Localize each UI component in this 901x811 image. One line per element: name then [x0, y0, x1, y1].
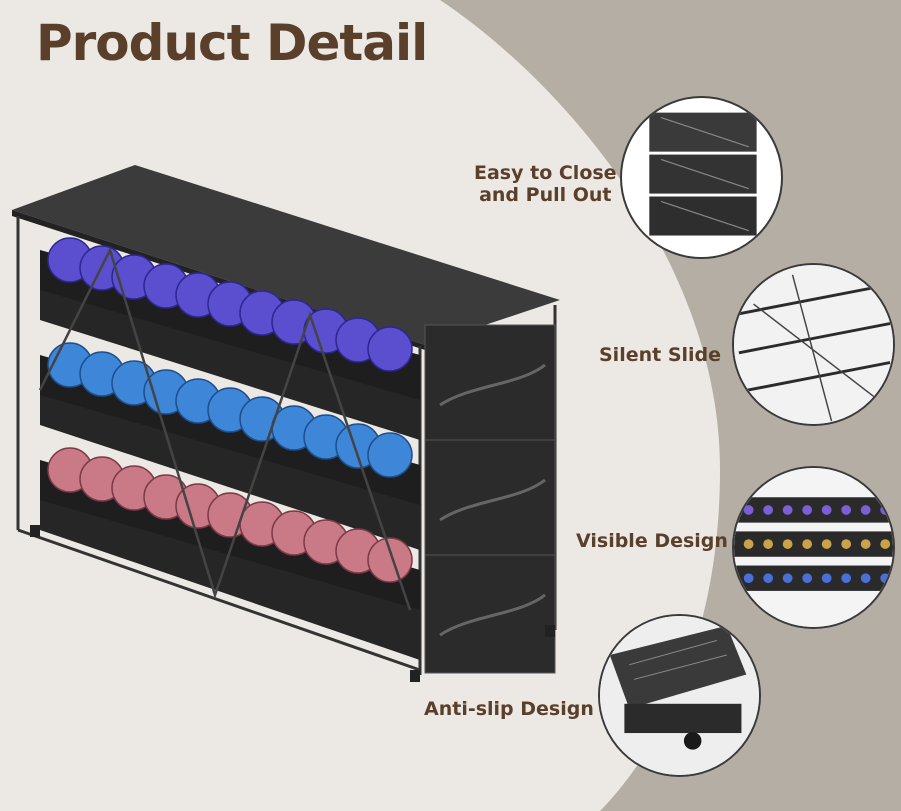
page-title: Product Detail	[36, 14, 428, 72]
feature-label-line1: Silent Slide	[599, 344, 722, 366]
drawer-detail-image	[620, 96, 783, 259]
feature-label-line2: and Pull Out	[479, 184, 612, 206]
anti-slip-feet-detail-image	[598, 614, 761, 777]
feature-label-silent-slide: Silent Slide	[599, 344, 721, 366]
feature-label-line1: Easy to Close	[474, 162, 617, 184]
feature-label-line1: Visible Design	[576, 530, 728, 552]
feature-label-line1: Anti-slip Design	[424, 698, 594, 720]
coffee-pod-drawer-rack-image	[0, 140, 600, 700]
feature-label-easy-close: Easy to Close and Pull Out	[474, 162, 617, 206]
feature-label-visible-design: Visible Design	[576, 530, 728, 552]
feature-label-anti-slip: Anti-slip Design	[424, 698, 594, 720]
visible-pods-detail-image	[732, 466, 895, 629]
slide-rail-detail-image	[732, 263, 895, 426]
